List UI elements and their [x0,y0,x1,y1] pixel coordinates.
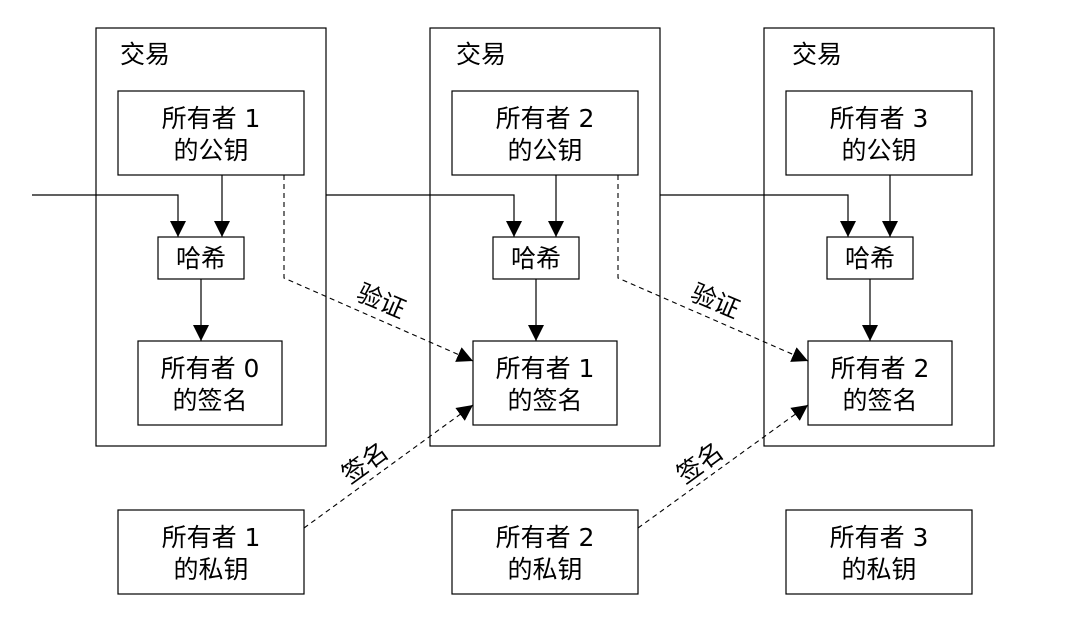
signature-label-line1: 所有者 0 [161,354,260,383]
public-key-label-line2: 的公钥 [173,136,248,165]
transaction-title: 交易 [120,40,170,69]
public-key-label-line1: 所有者 2 [496,104,595,133]
owner-private-key-box [117,509,305,595]
signature-label-line2: 的签名 [172,386,247,415]
owner-public-key-box [785,90,973,176]
sign-arrow [303,404,474,529]
private-key-label-line1: 所有者 2 [496,523,595,552]
transaction-frame [95,27,327,447]
private-keys: 所有者 1 的私钥 所有者 2 的私钥 所有者 3 的私钥 [117,509,973,595]
public-key-label-line2: 的公钥 [841,136,916,165]
transaction-frame [429,27,661,447]
owner-signature-box [807,340,953,426]
transaction-frame [763,27,995,447]
verify-arrows: 验证 验证 [283,175,809,362]
transaction-3: 交易 所有者 3 的公钥 哈希 所有者 2 的签名 [763,27,995,447]
owner-public-key-box [117,90,305,176]
hash-label: 哈希 [511,244,561,273]
transaction-2: 交易 所有者 2 的公钥 哈希 所有者 1 的签名 [429,27,661,447]
hash-label: 哈希 [845,244,895,273]
owner-signature-box [137,340,283,426]
owner-private-key-box [785,509,973,595]
signature-label-line1: 所有者 2 [831,354,930,383]
owner-private-key-box [451,509,639,595]
owner-public-key-box [451,90,639,176]
sign-label: 签名 [336,437,394,490]
verify-label: 验证 [353,278,410,324]
private-key-label-line1: 所有者 3 [830,523,929,552]
sign-arrow [637,404,809,529]
private-key-label-line2: 的私钥 [173,555,248,584]
chain-arrows [32,175,898,341]
transaction-1: 交易 所有者 1 的公钥 哈希 所有者 0 的签名 [95,27,327,447]
signature-label-line1: 所有者 1 [496,354,595,383]
public-key-label-line1: 所有者 1 [162,104,261,133]
hash-box [826,236,914,280]
transaction-to-hash-arrow [660,194,856,237]
transaction-title: 交易 [456,40,506,69]
public-key-label-line1: 所有者 3 [830,104,929,133]
private-key-label-line1: 所有者 1 [162,523,261,552]
owner-signature-box [472,340,618,426]
public-key-label-line2: 的公钥 [507,136,582,165]
sign-label: 签名 [671,437,729,490]
verify-label: 验证 [687,278,744,324]
verify-arrow [617,175,809,362]
hash-box [492,236,580,280]
hash-box [157,236,245,280]
hash-label: 哈希 [176,244,226,273]
private-key-label-line2: 的私钥 [507,555,582,584]
private-key-label-line2: 的私钥 [841,555,916,584]
verify-arrow [283,175,474,362]
previous-transaction-arrow [32,194,186,237]
signature-label-line2: 的签名 [842,386,917,415]
signature-label-line2: 的签名 [507,386,582,415]
transaction-title: 交易 [792,40,842,69]
transaction-to-hash-arrow [326,194,522,237]
